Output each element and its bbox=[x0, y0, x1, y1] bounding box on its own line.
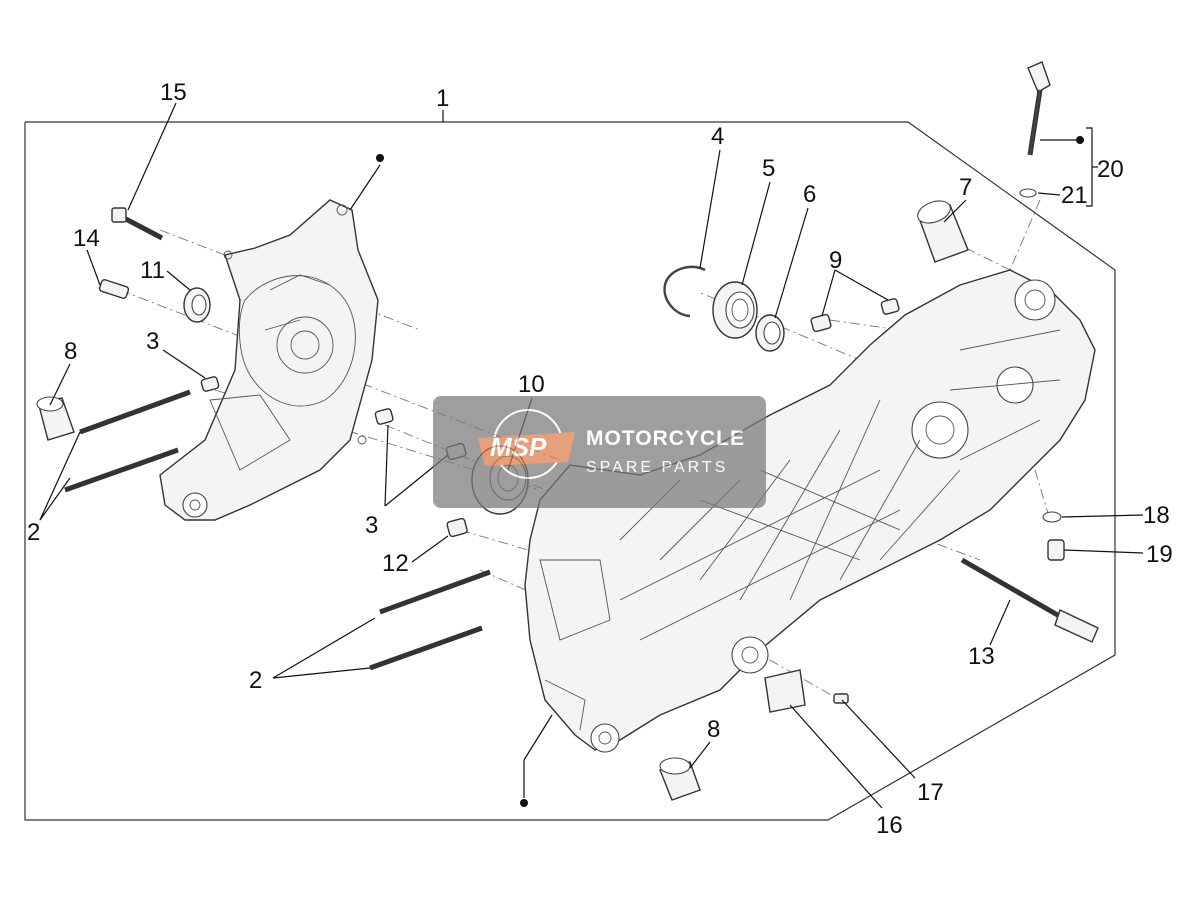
watermark-line-2: SPARE PARTS bbox=[586, 459, 728, 476]
part-16-plate[interactable] bbox=[764, 669, 806, 713]
callout-19[interactable]: 19 bbox=[1146, 541, 1173, 568]
callout-14[interactable]: 14 bbox=[73, 225, 100, 252]
watermark: MSP MOTORCYCLE SPARE PARTS bbox=[433, 396, 766, 508]
callout-3-left[interactable]: 3 bbox=[146, 328, 159, 355]
callout-18[interactable]: 18 bbox=[1143, 502, 1170, 529]
leader-lines bbox=[39, 102, 1144, 809]
watermark-logo: MSP bbox=[490, 432, 547, 462]
callout-6[interactable]: 6 bbox=[803, 181, 816, 208]
part-9-dowel-pins[interactable] bbox=[810, 298, 900, 333]
callout-2-left[interactable]: 2 bbox=[27, 519, 40, 546]
callout-11[interactable]: 11 bbox=[140, 257, 165, 284]
left-crankcase-half[interactable] bbox=[159, 199, 379, 521]
callout-10[interactable]: 10 bbox=[518, 371, 545, 398]
part-21-washer[interactable] bbox=[1019, 188, 1037, 198]
part-18-washer[interactable] bbox=[1042, 511, 1062, 523]
watermark-line-1: MOTORCYCLE bbox=[586, 427, 745, 450]
callout-9[interactable]: 9 bbox=[829, 247, 842, 274]
part-8-silent-block-left[interactable] bbox=[36, 396, 75, 441]
callout-8-left[interactable]: 8 bbox=[64, 338, 77, 365]
reference-dot bbox=[1076, 136, 1084, 144]
callout-13[interactable]: 13 bbox=[968, 643, 995, 670]
part-5-bearing[interactable] bbox=[712, 281, 758, 339]
part-4-circlip[interactable] bbox=[663, 265, 706, 318]
callout-16[interactable]: 16 bbox=[876, 812, 903, 839]
part-2-studs[interactable] bbox=[64, 389, 491, 671]
callout-4[interactable]: 4 bbox=[711, 123, 724, 150]
callout-15[interactable]: 15 bbox=[160, 79, 187, 106]
part-13-gear-shaft[interactable] bbox=[960, 557, 1099, 643]
assembly-frame bbox=[24, 121, 1116, 821]
part-15-bolt[interactable] bbox=[111, 207, 164, 241]
part-14-pin[interactable] bbox=[98, 279, 130, 299]
watermark-background bbox=[433, 396, 766, 508]
callout-1[interactable]: 1 bbox=[436, 85, 449, 112]
callout-20[interactable]: 20 bbox=[1097, 156, 1124, 183]
reference-dot bbox=[376, 154, 384, 162]
part-11-oil-seal[interactable] bbox=[183, 287, 211, 323]
part-19-drain-plug[interactable] bbox=[1047, 539, 1065, 561]
part-6-oil-seal[interactable] bbox=[755, 314, 785, 352]
callout-7[interactable]: 7 bbox=[959, 174, 972, 201]
part-7-silent-block[interactable] bbox=[915, 197, 969, 263]
right-crankcase-half[interactable] bbox=[524, 269, 1096, 753]
callout-12[interactable]: 12 bbox=[382, 550, 409, 577]
part-8-silent-block-bottom[interactable] bbox=[659, 757, 701, 801]
watermark-logo-swoosh bbox=[478, 432, 575, 466]
callout-21[interactable]: 21 bbox=[1061, 182, 1088, 209]
callout-numbers: 1 15 14 11 3 8 2 3 12 10 2 4 5 6 9 7 20 … bbox=[27, 79, 1173, 839]
callout-2-bottom[interactable]: 2 bbox=[249, 667, 262, 694]
part-12-dowel[interactable] bbox=[446, 517, 468, 538]
callout-5[interactable]: 5 bbox=[762, 155, 775, 182]
part-17-screw[interactable] bbox=[833, 693, 849, 704]
callout-17[interactable]: 17 bbox=[917, 779, 944, 806]
part-20-oil-dipstick[interactable] bbox=[1027, 61, 1051, 156]
reference-dot bbox=[520, 799, 528, 807]
callout-3-center[interactable]: 3 bbox=[365, 512, 378, 539]
callout-8-bottom[interactable]: 8 bbox=[707, 716, 720, 743]
